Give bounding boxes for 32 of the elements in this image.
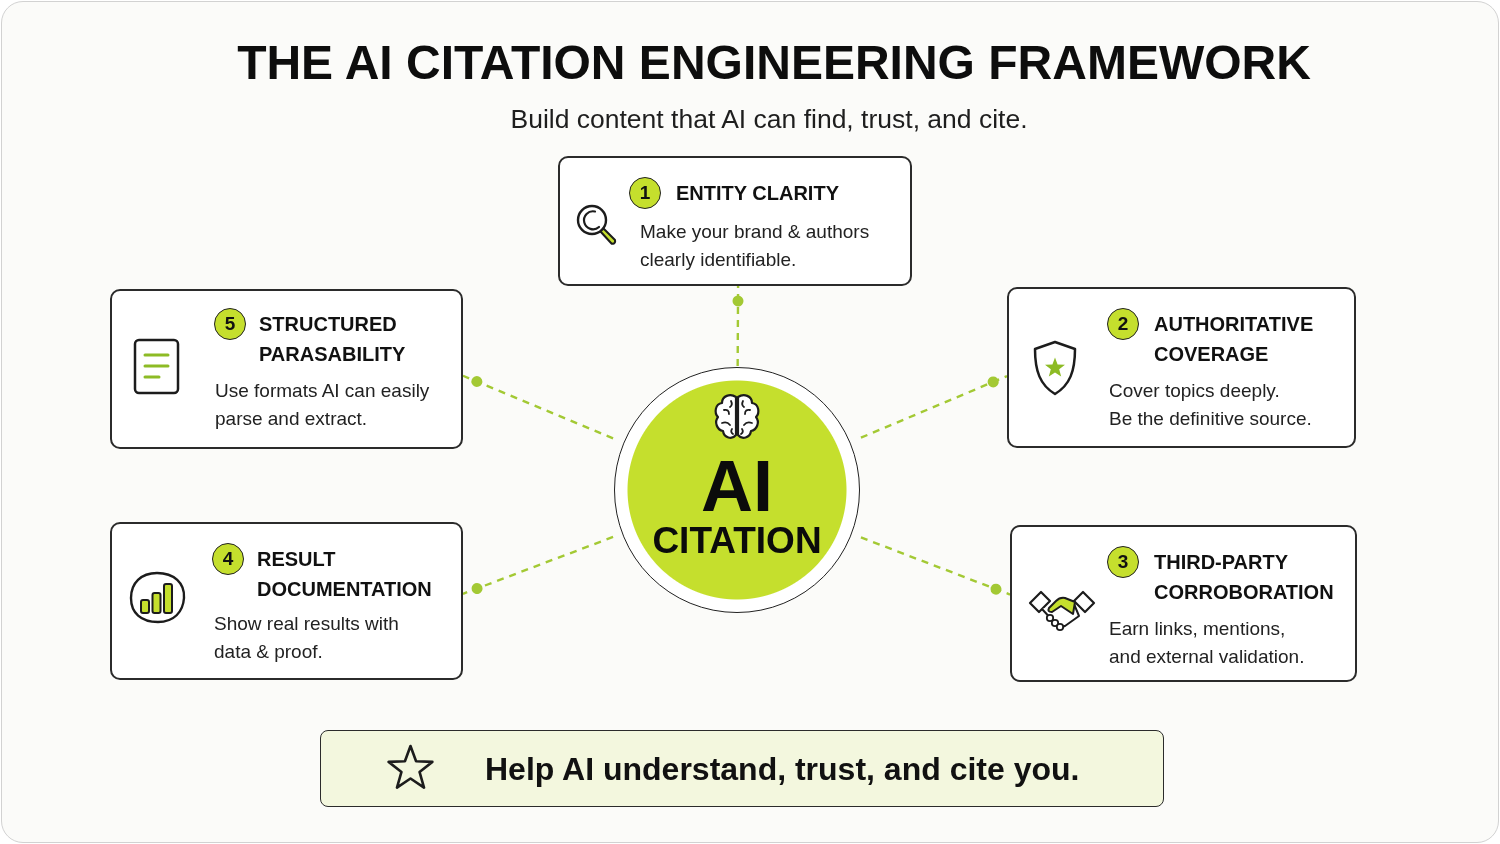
summary-banner (320, 730, 1164, 807)
step-number: 2 (1107, 308, 1139, 340)
subtitle: Build content that AI can find, trust, and cite. (510, 104, 1028, 136)
step-description: Be the definitive source. (1109, 407, 1313, 432)
step-number: 5 (214, 308, 246, 340)
step-description: Make your brand & authors clearly identifiable. (640, 219, 871, 273)
step-title: ENTITY CLARITY (676, 181, 840, 206)
dashed-connector (860, 375, 1008, 439)
step-card (110, 522, 463, 680)
tagline: Help AI understand, trust, and cite you. (485, 751, 1080, 787)
step-description: Use formats AI can easily parse and extract. (215, 378, 431, 432)
dashed-connector (462, 535, 614, 595)
step-title: STRUCTURED PARASABILITY (259, 312, 407, 367)
step-card (1007, 287, 1356, 448)
step-description: Earn links, mentions, and external validation. (1109, 616, 1306, 670)
step-number: 1 (629, 177, 661, 209)
dashed-connector (462, 374, 614, 440)
dashed-connector (860, 536, 1011, 596)
step-card (110, 289, 463, 449)
step-description: Cover topics deeply. (1109, 378, 1281, 403)
step-number: 3 (1107, 546, 1139, 578)
step-description: Show real results with data & proof. (214, 611, 400, 665)
step-card (558, 156, 912, 286)
step-title: RESULT DOCUMENTATION (257, 547, 433, 602)
page-title: THE AI CITATION ENGINEERING FRAMEWORK (237, 39, 1311, 87)
dashed-connector (732, 286, 744, 366)
hub-label: AI (701, 450, 773, 522)
hub-label: CITATION (652, 521, 822, 561)
step-title: AUTHORITATIVE COVERAGE (1154, 312, 1315, 367)
step-card (1010, 525, 1357, 682)
step-title: THIRD-PARTY CORROBORATION (1154, 550, 1335, 605)
step-number: 4 (212, 543, 244, 575)
